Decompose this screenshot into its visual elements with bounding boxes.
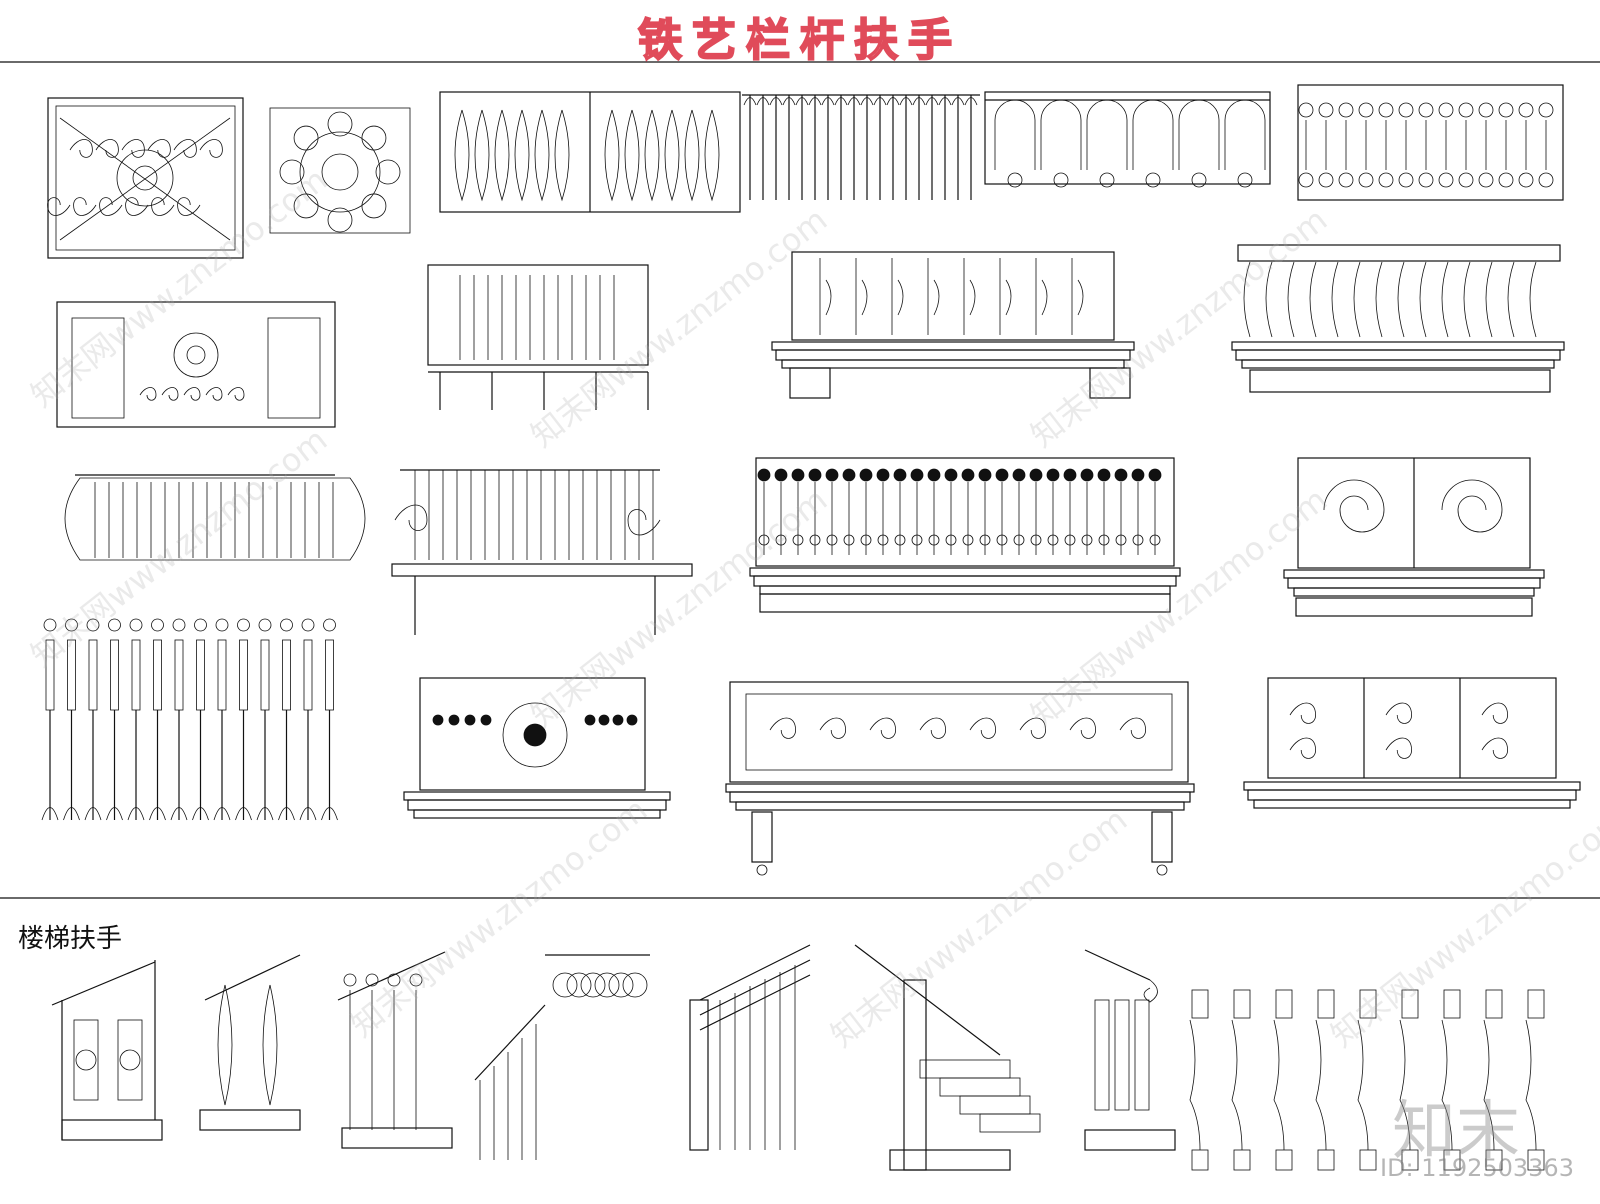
ornate-spindle-row bbox=[41, 618, 338, 821]
curled-end-balcony bbox=[391, 469, 693, 635]
leaf-baluster-rail bbox=[439, 91, 741, 213]
id-watermark: ID: 1192503363 bbox=[1380, 1154, 1574, 1182]
baluster-profiles bbox=[1189, 989, 1545, 1171]
ornate-wide-railing bbox=[56, 301, 336, 428]
arched-post-fence bbox=[984, 91, 1271, 188]
stair-handrail-section-label: 楼梯扶手 bbox=[18, 924, 123, 954]
stair-rail-carved-panels bbox=[51, 960, 163, 1141]
medallion-balcony bbox=[403, 677, 671, 819]
filigree-balcony bbox=[749, 457, 1181, 613]
bar-balcony-brackets bbox=[427, 264, 649, 410]
curved-bar-balcony bbox=[64, 474, 366, 561]
brand-watermark: 知末 bbox=[1392, 1095, 1520, 1169]
stair-rail-modern-posts bbox=[689, 944, 811, 1151]
stair-with-volute-end bbox=[1084, 949, 1176, 1151]
ornamental-square-panel bbox=[47, 97, 244, 259]
scroll-grille-panel bbox=[269, 107, 411, 234]
arch-spear-fence bbox=[742, 94, 980, 200]
stair-with-newel-post bbox=[854, 944, 1041, 1171]
stair-rail-circle-pattern bbox=[474, 954, 650, 1160]
stair-rail-palmette bbox=[337, 951, 453, 1149]
scroll-filigree-panel bbox=[1243, 677, 1581, 809]
scroll-railing-legs bbox=[725, 681, 1195, 876]
rosette-fence bbox=[1297, 84, 1564, 201]
vine-balcony bbox=[771, 251, 1135, 399]
stair-rail-leaf-spears bbox=[199, 954, 301, 1131]
bulbous-balcony bbox=[1231, 244, 1565, 393]
page-title: 铁艺栏杆扶手 bbox=[637, 14, 962, 67]
spiral-panel-balcony bbox=[1283, 457, 1545, 617]
